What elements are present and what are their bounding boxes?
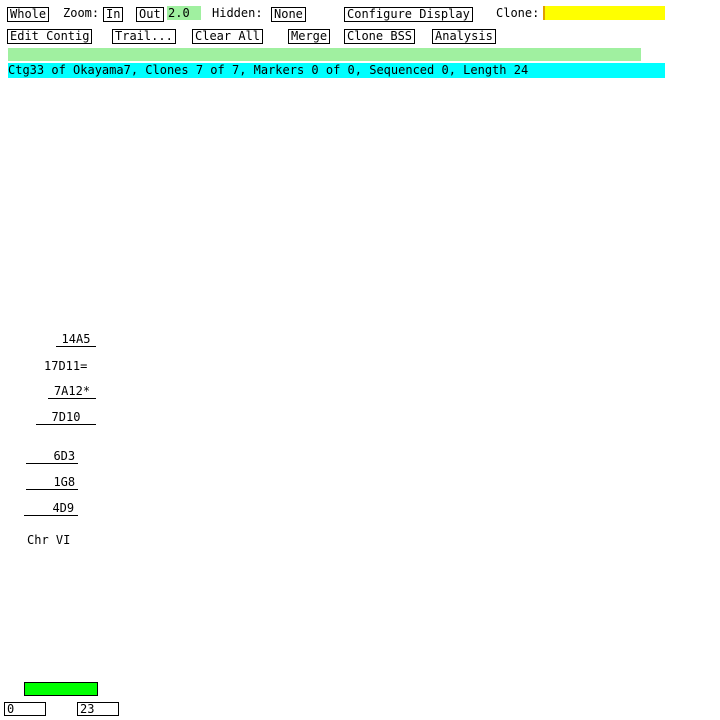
whole-button[interactable]: Whole <box>7 7 50 22</box>
configure-display-button[interactable]: Configure Display <box>344 7 473 22</box>
zoom-in-button[interactable]: In <box>103 7 124 22</box>
edit-contig-button[interactable]: Edit Contig <box>7 29 93 44</box>
status-bar: Ctg33 of Okayama7, Clones 7 of 7, Marker… <box>8 63 665 78</box>
clone-4d9-label: 4D9 <box>52 501 75 515</box>
message-bar <box>8 48 641 61</box>
hidden-none-button[interactable]: None <box>271 7 306 22</box>
trail-button[interactable]: Trail... <box>112 29 176 44</box>
zoom-label: Zoom: <box>63 6 100 20</box>
chromosome-label: Chr VI <box>27 533 71 547</box>
clone-1g8-label: 1G8 <box>53 475 76 489</box>
zoom-value-field[interactable]: 2.0 <box>167 6 201 20</box>
clone-7a12[interactable]: 7A12* <box>48 385 96 399</box>
hidden-label: Hidden: <box>212 6 263 20</box>
clear-all-button[interactable]: Clear All <box>192 29 264 44</box>
clone-6d3[interactable]: 6D3 <box>26 437 78 464</box>
zoom-value: 2.0 <box>168 6 190 20</box>
clone-7d10[interactable]: 7D10 <box>36 411 96 425</box>
horizontal-scrollbar[interactable] <box>24 682 98 696</box>
clone-17d11[interactable]: 17D11= <box>44 359 88 373</box>
clone-14a5[interactable]: 14A5 <box>56 333 96 347</box>
coord-start-field[interactable]: 0 <box>4 702 46 716</box>
clone-4d9[interactable]: 4D9 <box>24 489 78 516</box>
clone-search-input[interactable] <box>543 6 665 20</box>
coord-end-field[interactable]: 23 <box>77 702 119 716</box>
zoom-out-button[interactable]: Out <box>136 7 164 22</box>
clone-6d3-label: 6D3 <box>53 449 76 463</box>
status-text: Ctg33 of Okayama7, Clones 7 of 7, Marker… <box>8 63 529 77</box>
merge-button[interactable]: Merge <box>288 29 331 44</box>
clone-label: Clone: <box>496 6 540 20</box>
clone-1g8[interactable]: 1G8 <box>26 463 78 490</box>
clone-bss-button[interactable]: Clone BSS <box>344 29 416 44</box>
analysis-button[interactable]: Analysis <box>432 29 496 44</box>
